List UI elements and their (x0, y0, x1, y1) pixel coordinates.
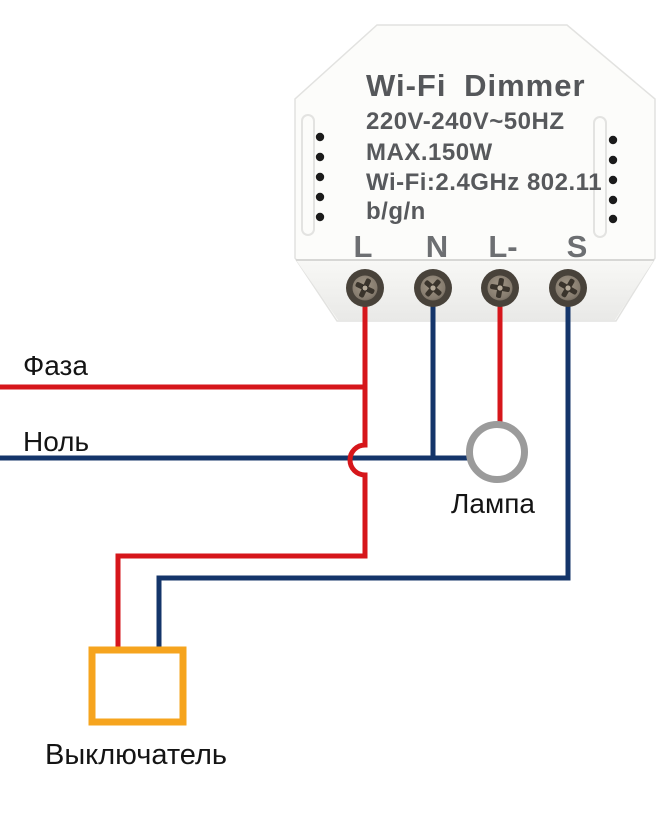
device-spec-wifi: Wi-Fi:2.4GHz 802.11 (366, 169, 602, 196)
terminal-label-l: L (354, 229, 373, 264)
device-spec-band: b/g/n (366, 198, 426, 225)
dimmer-body (294, 24, 656, 322)
device-spec-voltage: 220V-240V~50HZ (366, 108, 564, 135)
right-vent-dots (608, 135, 618, 224)
lamp-symbol (466, 421, 528, 483)
dimmer-module: Wi-Fi Dimmer 220V-240V~50HZ MAX.150W Wi-… (294, 24, 656, 322)
terminal-label-lminus: L- (488, 229, 517, 264)
terminal-label-s: S (567, 229, 588, 264)
s-terminal-wire (156, 290, 571, 653)
device-title: Wi-Fi Dimmer (366, 68, 586, 103)
wires (0, 290, 571, 653)
screw-s (549, 269, 587, 307)
terminal-label-n: N (426, 229, 448, 264)
left-vent-slot (301, 114, 315, 236)
screw-terminals (346, 269, 587, 307)
neutral-label: Ноль (23, 426, 89, 457)
switch-label: Выключатель (45, 739, 227, 771)
right-vent-slot (593, 116, 607, 238)
phase-label: Фаза (23, 350, 88, 381)
lamp-label: Лампа (451, 488, 535, 519)
left-vent-dots (315, 132, 325, 222)
screw-n (414, 269, 452, 307)
device-spec-power: MAX.150W (366, 139, 493, 166)
screw-l (346, 269, 384, 307)
screw-lminus (481, 269, 519, 307)
l-terminal-wire (115, 290, 368, 653)
switch-symbol (88, 646, 187, 726)
